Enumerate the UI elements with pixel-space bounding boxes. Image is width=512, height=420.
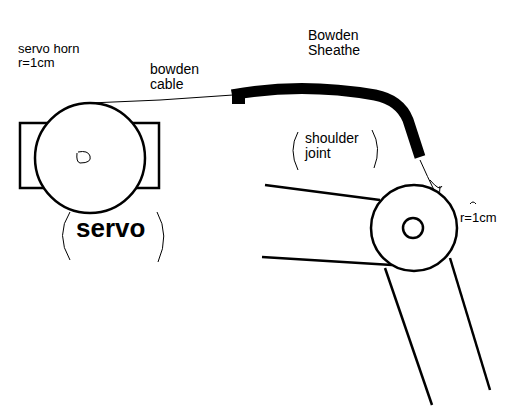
dimension-label: r=1cm	[460, 211, 508, 225]
bracket	[63, 212, 71, 260]
joint-axle	[403, 218, 423, 238]
part-label: shoulder joint	[305, 131, 369, 162]
part-label: servo	[76, 214, 156, 243]
arm-edge	[265, 185, 380, 200]
part-label: Bowden Sheathe	[308, 28, 380, 59]
arm-edge	[450, 258, 490, 390]
bracket	[293, 132, 298, 170]
arm-edge	[385, 268, 432, 405]
part-label: bowden cable	[150, 62, 212, 93]
part-label: servo horn r=1cm	[18, 42, 90, 71]
tick-mark	[470, 202, 476, 204]
horn-center-mark	[77, 152, 90, 164]
bracket	[372, 130, 378, 168]
servo-horn	[35, 103, 145, 213]
bracket	[157, 212, 164, 262]
arm-edge	[262, 257, 392, 265]
joint-pulley	[371, 185, 457, 271]
sheath-end	[232, 88, 245, 104]
bowden-cable	[90, 95, 233, 103]
bowden-cable	[430, 180, 442, 188]
